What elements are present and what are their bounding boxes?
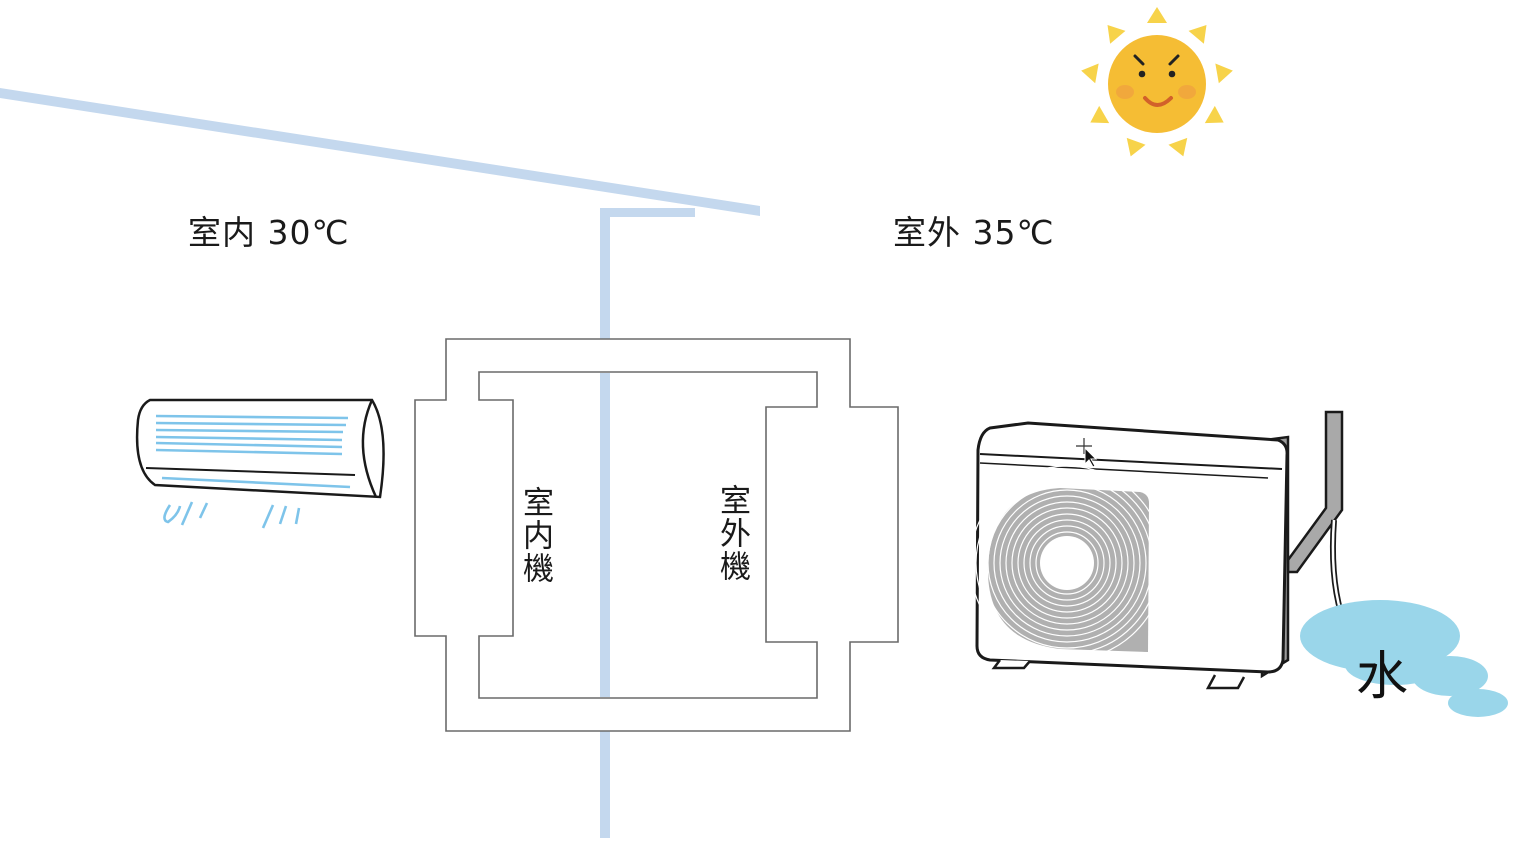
indoor-temp-label: 室内 30℃: [188, 213, 350, 252]
water-puddle: [1300, 600, 1508, 717]
water-label: 水: [1356, 647, 1409, 707]
pipe-inner: [478, 371, 818, 699]
eave-line: [600, 208, 695, 217]
move-cursor-icon: [1076, 438, 1098, 468]
outdoor-temp-label: 室外 35℃: [893, 213, 1055, 252]
sun-icon: [1081, 7, 1233, 157]
wall-inside-loop: [600, 373, 610, 697]
indoor-air-conditioner-icon: [135, 398, 385, 529]
outdoor-unit-icon: [969, 410, 1344, 690]
roof-line: [0, 88, 760, 216]
refrigerant-loop: [414, 338, 899, 732]
indoor-unit-label: 室内機: [517, 486, 553, 585]
outdoor-unit-label: 室外機: [714, 484, 750, 583]
fan-grille: [969, 465, 1209, 661]
